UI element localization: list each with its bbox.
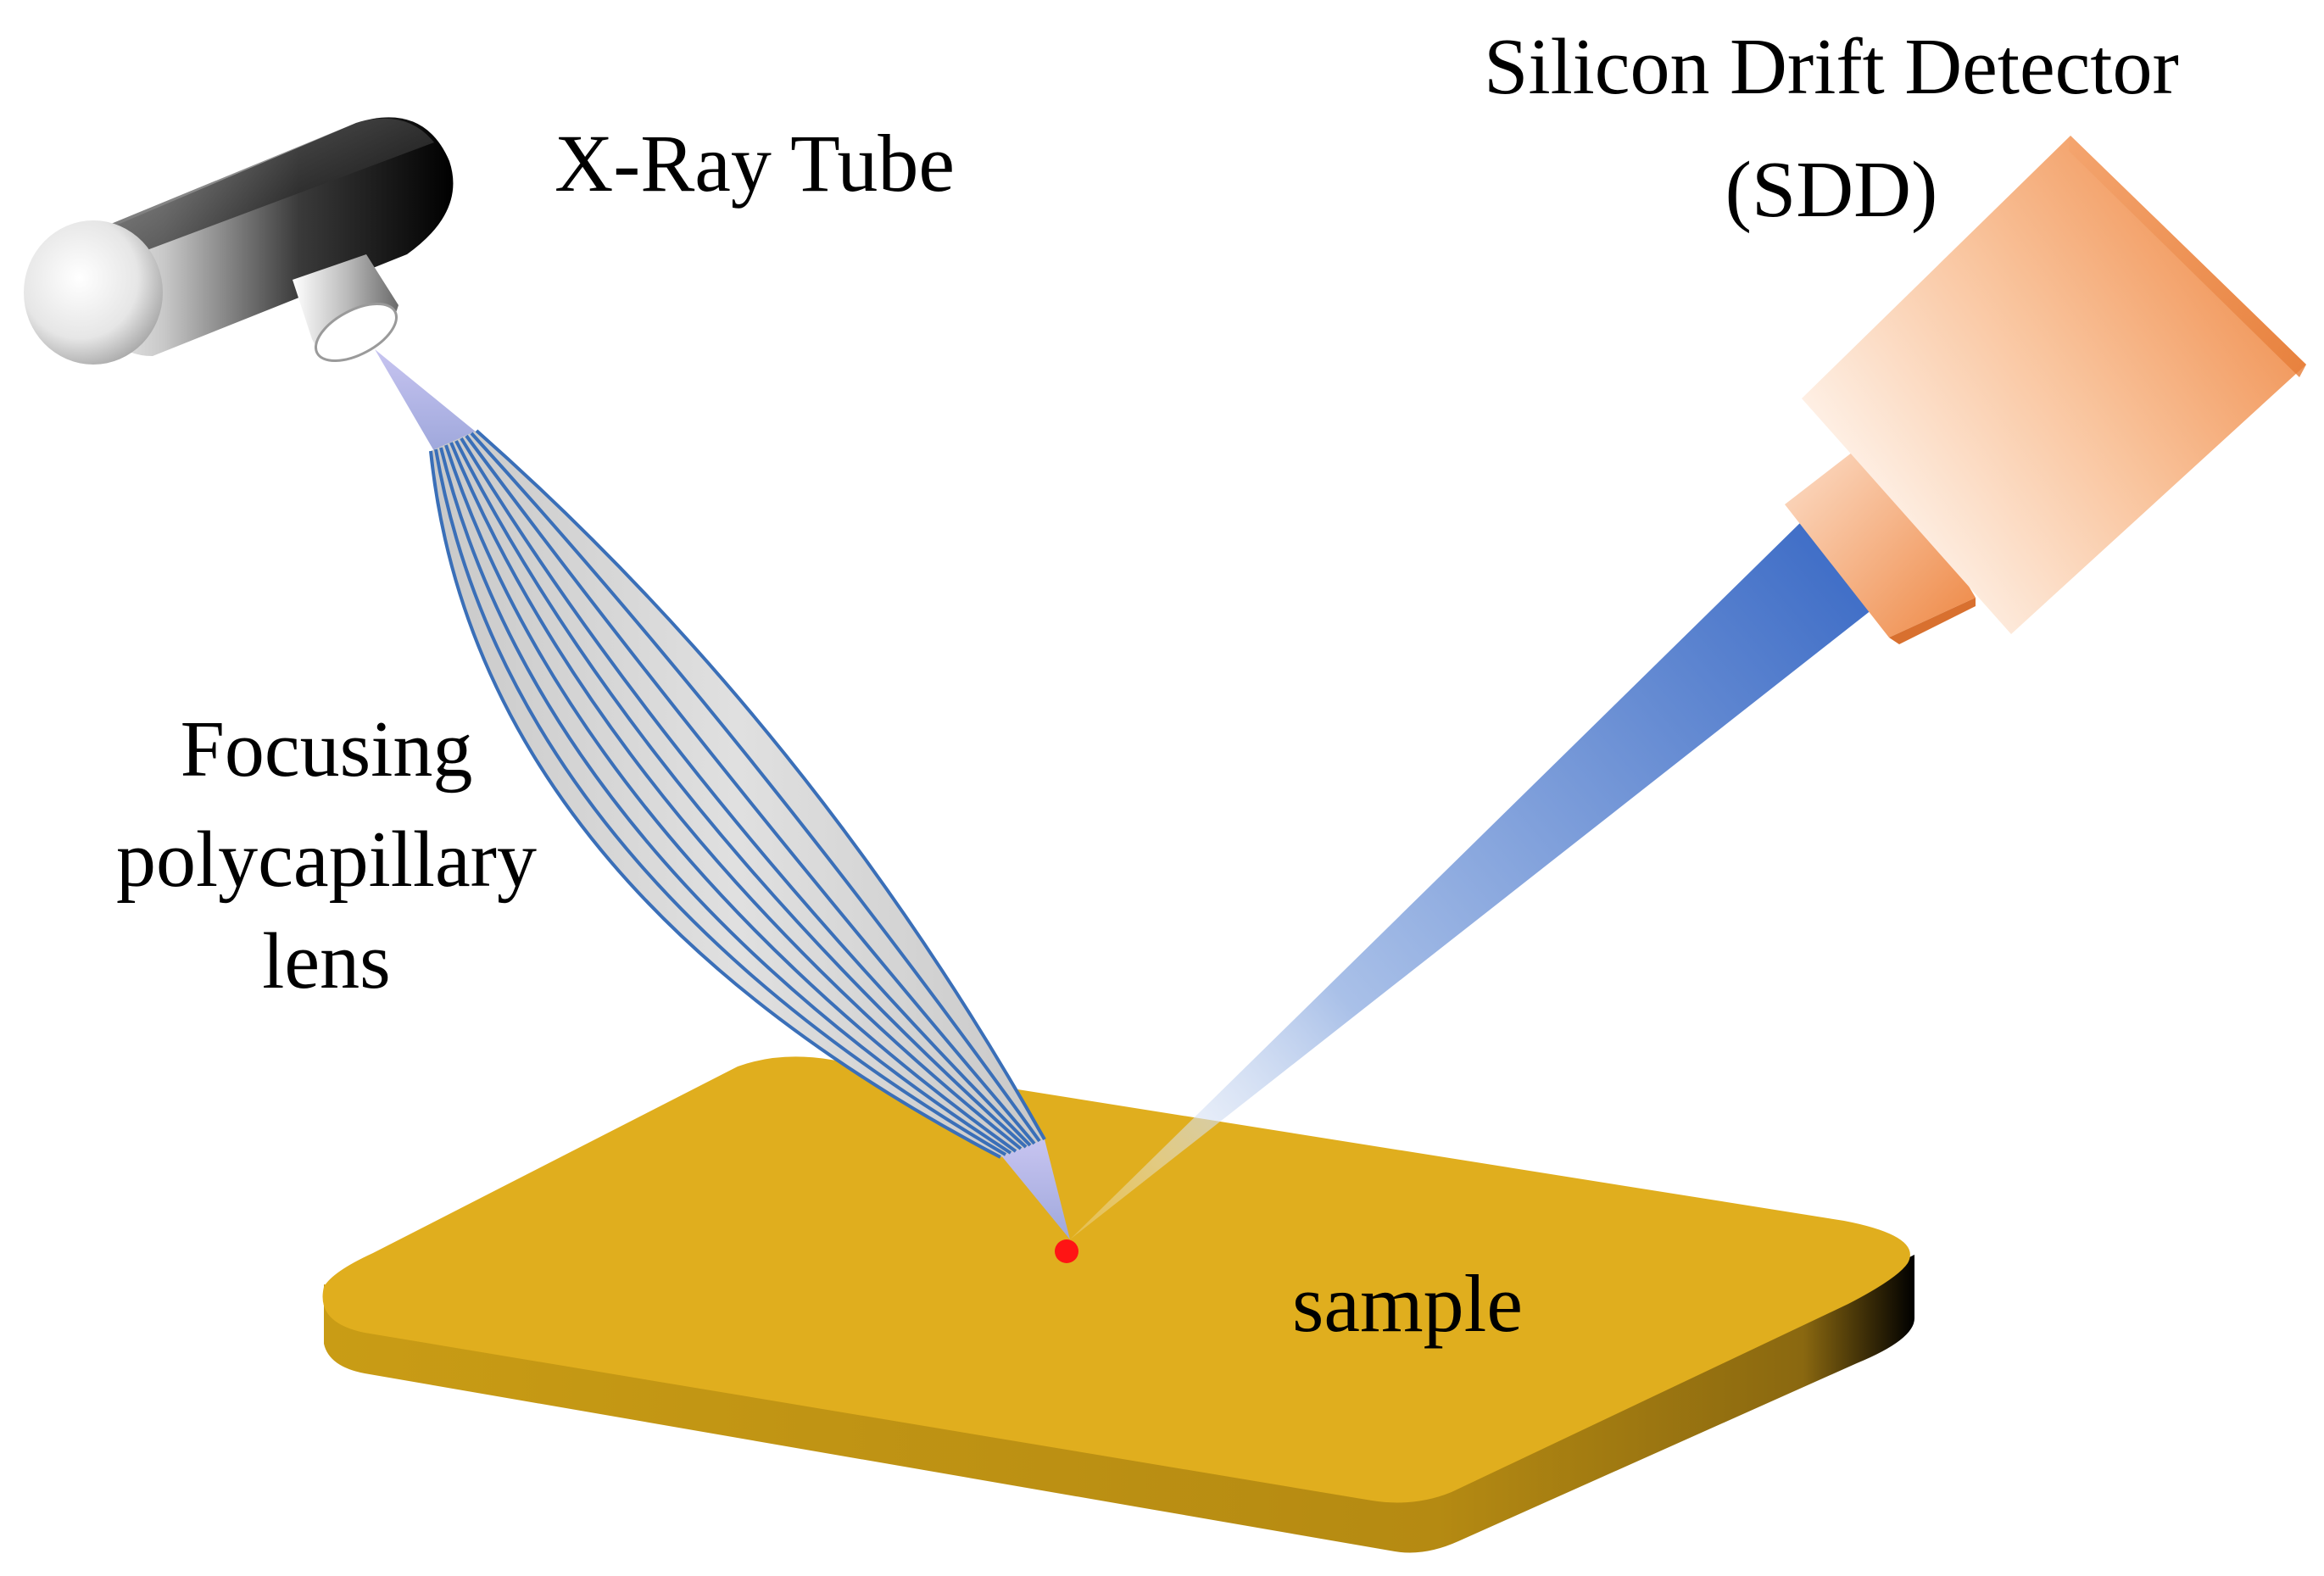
focal-spot [1055,1239,1078,1263]
polycapillary-lens [375,349,1070,1239]
lens-entrance-cone [375,349,477,451]
tube-end-cap [24,220,163,365]
detector-neck [1785,432,1976,638]
lens-label-line3: lens [262,917,390,1005]
sample-plate-side [324,1255,1914,1553]
detector-label-line1: Silicon Drift Detector [1484,23,2179,111]
sample-plate-top [322,1056,1910,1503]
fluorescence-cone [1070,519,1884,1239]
capillary-channels [429,429,1046,1159]
detector-housing [1802,136,2306,634]
detector-label-line2: (SDD) [1725,146,1938,234]
lens-label-line1: Focusing [181,705,473,794]
lens-exit-cone [1000,1139,1070,1239]
lens-label-line2: polycapillary [116,816,537,904]
detector-neck-side [1889,598,1976,644]
tube-top-shade [78,118,434,254]
tube-body [68,117,454,356]
detector-housing-edge [2069,136,2306,377]
sample-label: sample [1292,1258,1523,1349]
sample-plate [322,1056,1914,1553]
sdd-detector-icon [1785,136,2306,644]
xray-tube-label: X-Ray Tube [555,118,955,209]
tube-nozzle-opening [314,302,398,363]
xray-tube-icon [24,117,454,365]
